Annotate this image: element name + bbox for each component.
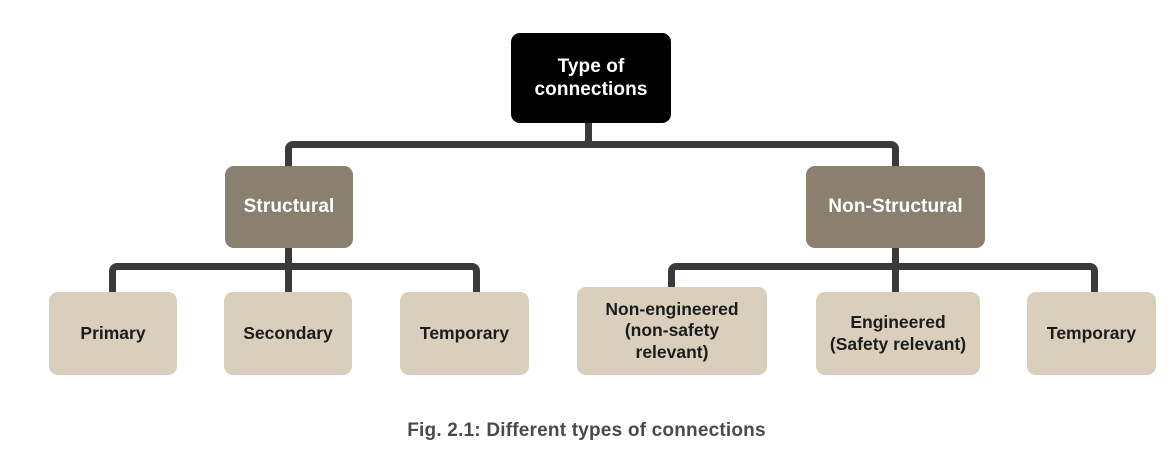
connector-non-structural-stem [892,248,899,292]
connector-root-stem [585,123,592,145]
node-non-engineered-label-line2: (non-safety [624,320,720,341]
node-engineered-label-line2: (Safety relevant) [829,333,967,354]
connector-non-structural-bracket [668,263,1098,292]
node-primary[interactable]: Primary [49,292,177,375]
node-engineered-label-line1: Engineered [850,312,946,333]
node-temporary-structural[interactable]: Temporary [400,292,529,375]
node-non-structural[interactable]: Non-Structural [806,166,985,248]
node-root-label-line2: connections [534,79,648,100]
figure-caption: Fig. 2.1: Different types of connections [407,420,766,441]
node-temporary-structural-label: Temporary [419,322,510,343]
node-non-engineered-label: Non-engineered (non-safety relevant) [605,299,738,363]
node-root-label: Type of connections [534,55,647,101]
node-non-engineered-label-line1: Non-engineered [605,298,739,319]
node-engineered-label: Engineered (Safety relevant) [830,312,966,355]
node-non-structural-label: Non-Structural [828,196,963,218]
node-type-of-connections[interactable]: Type of connections [511,33,671,123]
node-structural[interactable]: Structural [225,166,353,248]
node-temporary-non-structural-label: Temporary [1046,322,1137,343]
node-engineered[interactable]: Engineered (Safety relevant) [816,292,980,375]
node-non-engineered[interactable]: Non-engineered (non-safety relevant) [577,287,767,375]
node-root-label-line1: Type of [557,55,625,77]
node-primary-label: Primary [80,322,146,343]
connector-structural-stem [285,248,292,292]
node-secondary[interactable]: Secondary [224,292,352,375]
node-temporary-non-structural[interactable]: Temporary [1027,292,1156,375]
connector-structural-bracket [109,263,480,292]
connector-root-bracket [285,141,899,169]
node-non-engineered-label-line3: relevant) [635,341,709,362]
node-secondary-label: Secondary [243,322,333,343]
node-structural-label: Structural [243,196,335,218]
